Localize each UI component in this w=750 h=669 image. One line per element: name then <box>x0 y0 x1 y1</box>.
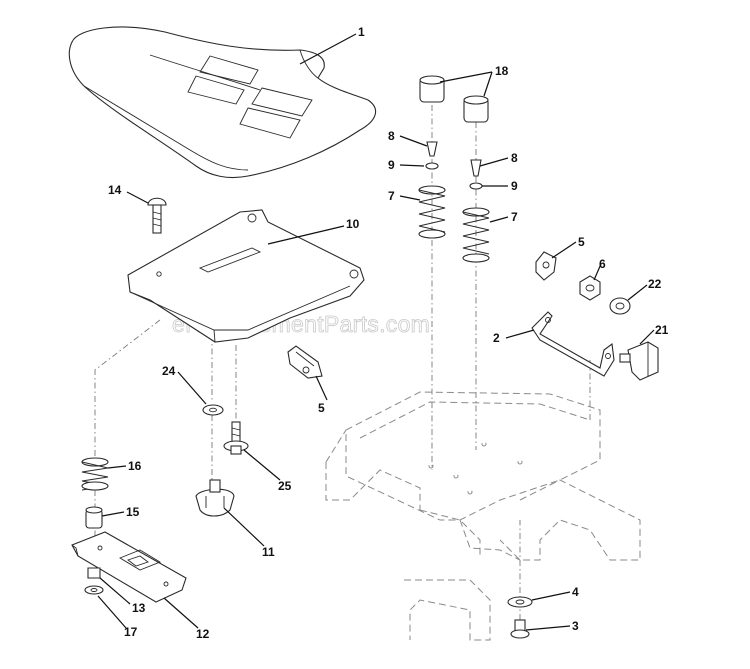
callout-7-left: 7 <box>388 189 395 203</box>
spring-washers <box>425 162 483 190</box>
hex-nut-part <box>609 297 631 315</box>
callout-10: 10 <box>346 217 360 231</box>
frame-fasteners <box>507 596 533 639</box>
callout-6: 6 <box>599 257 606 271</box>
flat-washer-part <box>202 404 224 416</box>
callout-9-left: 9 <box>388 158 395 172</box>
bushing-part <box>85 506 103 529</box>
leader-lines <box>97 33 655 631</box>
seat-pan-part <box>127 209 365 343</box>
carriage-bolt-part <box>147 197 167 234</box>
knob-bolt-part <box>619 341 659 381</box>
seat-part <box>68 26 377 179</box>
suspension-springs <box>418 185 490 263</box>
callout-5-left: 5 <box>318 401 325 415</box>
callout-22: 22 <box>648 277 662 291</box>
callout-21: 21 <box>655 323 669 337</box>
callout-9-right: 9 <box>511 179 518 193</box>
washer-nut-parts <box>84 567 104 595</box>
callout-3: 3 <box>572 619 579 633</box>
callout-13: 13 <box>132 601 146 615</box>
lock-nut-part <box>579 275 601 301</box>
callout-14: 14 <box>108 183 122 197</box>
spacer-bushings <box>419 75 489 123</box>
callout-5-right: 5 <box>578 235 585 249</box>
callout-18: 18 <box>495 64 509 78</box>
mounting-bracket-part <box>531 311 615 377</box>
seat-spring-part <box>81 457 109 491</box>
callout-25: 25 <box>278 479 292 493</box>
callout-8-left: 8 <box>388 129 395 143</box>
callout-7-right: 7 <box>511 210 518 224</box>
callout-8-right: 8 <box>511 151 518 165</box>
callout-4: 4 <box>572 585 579 599</box>
callout-1: 1 <box>358 25 365 39</box>
shoulder-bolt-part <box>223 421 249 455</box>
callout-16: 16 <box>128 459 142 473</box>
callout-2: 2 <box>493 331 500 345</box>
tractor-frame-outline <box>325 391 641 641</box>
callout-24: 24 <box>162 364 176 378</box>
callout-12: 12 <box>196 627 210 641</box>
clip-part-right <box>535 251 557 281</box>
clevis-pins <box>426 141 482 177</box>
slide-plate-part <box>71 531 187 603</box>
callout-labels: 1 10 14 18 8 8 9 9 7 7 5 6 22 21 2 24 5 … <box>108 25 669 641</box>
callout-11: 11 <box>262 545 275 559</box>
callout-15: 15 <box>126 505 140 519</box>
clip-part-left <box>287 345 323 379</box>
adjustment-knob-part <box>195 479 235 517</box>
callout-17: 17 <box>124 625 138 639</box>
